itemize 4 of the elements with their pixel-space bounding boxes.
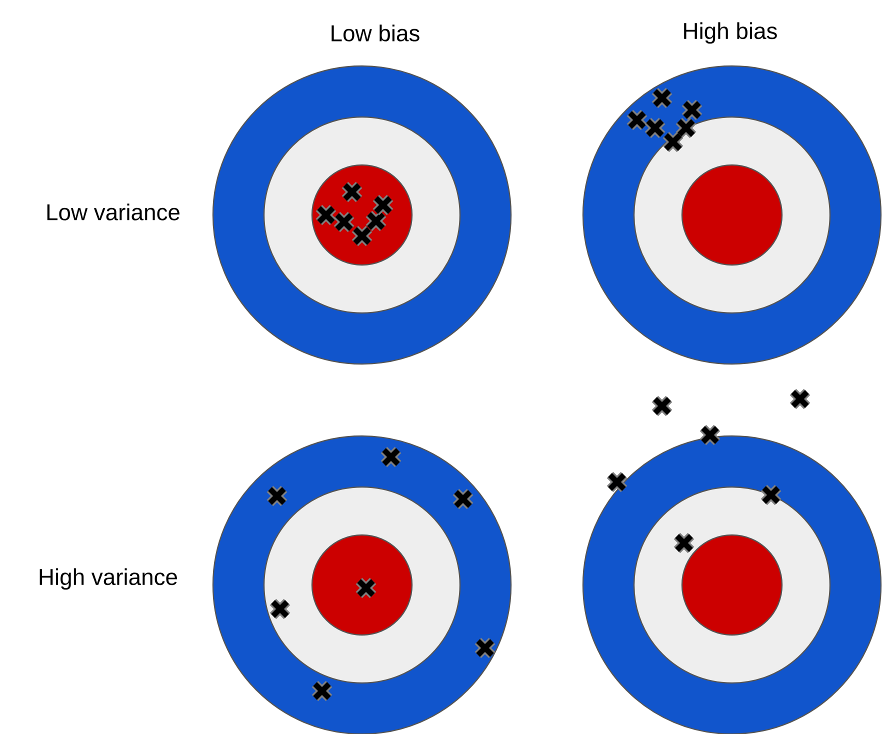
axis-label: Low variance xyxy=(47,204,180,220)
axis-label: High bias xyxy=(684,22,777,44)
axis-label: Low bias xyxy=(332,24,420,42)
axis-label: High variance xyxy=(40,568,177,590)
